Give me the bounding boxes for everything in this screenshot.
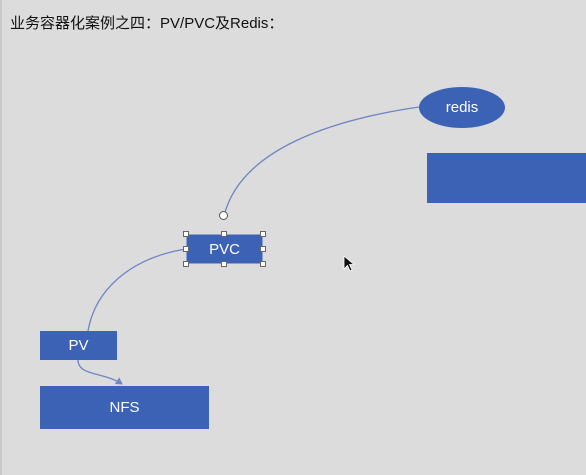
resize-handle-bottom-right[interactable] [260, 261, 266, 267]
connector-pvc-pv[interactable] [87, 248, 187, 332]
nfs-node-label: NFS [109, 399, 140, 416]
connector-pv-nfs[interactable] [77, 359, 123, 385]
mouse-pointer-icon [343, 255, 356, 272]
slide-edge [0, 0, 2, 475]
resize-handle-bottom-left[interactable] [183, 261, 189, 267]
connector-redis-pvc[interactable] [223, 106, 420, 217]
resize-handle-top[interactable] [221, 231, 227, 237]
resize-handle-bottom[interactable] [221, 261, 227, 267]
resize-handle-right[interactable] [260, 246, 266, 252]
pv-node[interactable]: PV [40, 331, 117, 360]
pvc-node-label: PVC [209, 240, 240, 258]
pvc-node[interactable]: PVC [186, 234, 263, 264]
pv-node-label: PV [68, 337, 89, 354]
resize-handle-top-left[interactable] [183, 231, 189, 237]
redis-node-label: redis [445, 99, 479, 116]
slide-title: 业务容器化案例之四：PV/PVC及Redis： [10, 12, 283, 33]
rotate-handle-icon[interactable] [219, 211, 228, 220]
nfs-node[interactable]: NFS [40, 386, 209, 429]
redis-node[interactable]: redis [419, 87, 505, 128]
resize-handle-top-right[interactable] [260, 231, 266, 237]
slide-title-chinese: 业务容器化案例之四： [10, 14, 161, 32]
blank-rectangle[interactable] [427, 153, 586, 203]
resize-handle-left[interactable] [183, 246, 189, 252]
slide-title-english: PV/PVC及Redis： [160, 15, 284, 32]
